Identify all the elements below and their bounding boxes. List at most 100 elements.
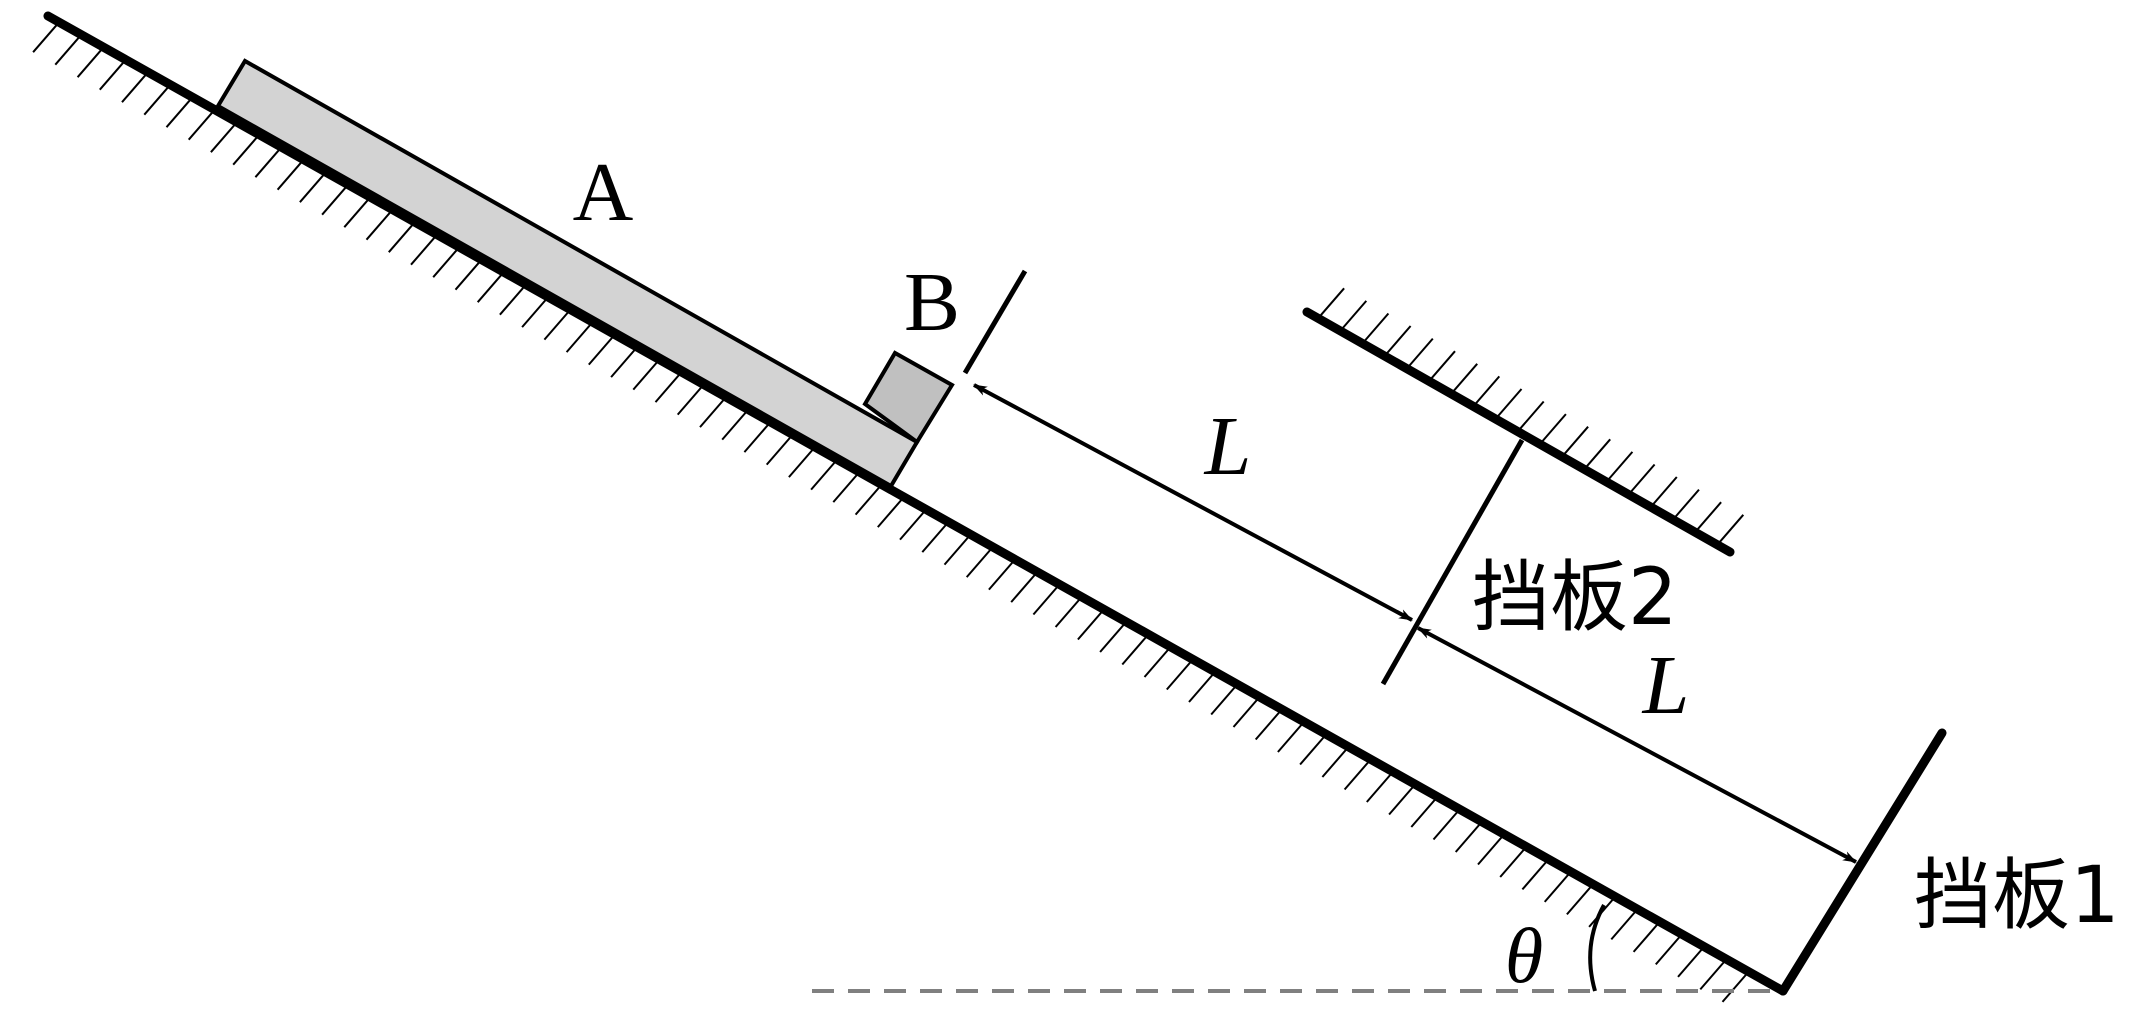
- hatch-mark: [187, 109, 216, 141]
- hatch-mark: [1677, 946, 1705, 978]
- incline-ground-hatching: [32, 21, 1750, 1003]
- hatch-mark: [410, 234, 438, 266]
- label-distance-lower: L: [1642, 639, 1690, 732]
- hatch-mark: [1032, 583, 1061, 616]
- label-distance-upper: L: [1204, 400, 1252, 493]
- hatch-mark: [877, 496, 905, 528]
- hatch-mark: [632, 358, 661, 391]
- hatch-mark: [788, 446, 816, 478]
- hatch-mark: [988, 558, 1016, 591]
- block-b: [862, 350, 955, 445]
- hatch-mark: [743, 421, 772, 453]
- hatch-mark: [1627, 463, 1656, 496]
- hatch-mark: [299, 171, 327, 203]
- hatch-mark: [1605, 451, 1634, 483]
- hatch-mark: [1472, 375, 1501, 408]
- incline-surface: [43, 11, 1788, 996]
- board-a: [215, 58, 920, 489]
- hatch-mark: [610, 346, 638, 378]
- hatch-mark: [1521, 858, 1550, 891]
- hatch-mark: [1477, 833, 1505, 866]
- hatch-mark: [1561, 426, 1589, 458]
- hatch-mark: [1232, 696, 1261, 728]
- angle-arc: [1588, 904, 1606, 992]
- hatch-mark: [1454, 821, 1483, 853]
- hatch-mark: [1716, 514, 1745, 546]
- hatch-mark: [1543, 871, 1572, 903]
- hatch-mark: [1343, 758, 1372, 791]
- hatch-mark: [965, 546, 994, 578]
- hatch-mark: [699, 396, 727, 428]
- hatch-mark: [1655, 933, 1683, 966]
- baffle-1: [1778, 728, 1947, 996]
- hatch-mark: [99, 59, 127, 91]
- hatch-mark: [1210, 683, 1238, 716]
- hatch-mark: [1166, 658, 1194, 691]
- distance-arrow-lower: [1417, 626, 1857, 864]
- hatch-mark: [343, 196, 372, 228]
- hatch-mark: [1566, 883, 1594, 916]
- hatch-mark: [810, 458, 838, 491]
- hatch-mark: [1054, 596, 1083, 628]
- hatch-mark: [1388, 783, 1416, 816]
- hatch-mark: [143, 84, 172, 116]
- hatch-mark: [365, 209, 394, 241]
- hatch-mark: [1721, 971, 1750, 1003]
- hatch-mark: [32, 21, 60, 53]
- hatch-mark: [921, 521, 950, 553]
- label-block-a: A: [573, 146, 634, 239]
- hatch-mark: [543, 308, 572, 341]
- label-baffle-2: 挡板2: [1472, 553, 1678, 643]
- hatch-mark: [432, 246, 460, 278]
- hatch-mark: [1254, 708, 1283, 741]
- hatch-mark: [121, 71, 149, 103]
- hatch-mark: [1321, 746, 1350, 778]
- hatch-mark: [210, 121, 238, 153]
- hatch-mark: [1299, 733, 1327, 766]
- hatch-mark: [1361, 312, 1390, 345]
- hatch-mark: [588, 333, 616, 366]
- hatch-mark: [1317, 287, 1345, 319]
- hatch-mark: [276, 159, 305, 191]
- hatch-mark: [1632, 921, 1661, 953]
- label-block-b: B: [904, 256, 960, 349]
- hatch-mark: [321, 184, 349, 216]
- hatch-mark: [521, 296, 549, 328]
- hatch-mark: [676, 383, 705, 416]
- hatch-mark: [1583, 438, 1611, 470]
- hatch-mark: [1366, 771, 1394, 803]
- upper-wall-hatching: [1317, 287, 1745, 546]
- hatch-mark: [454, 259, 483, 291]
- hatch-mark: [1099, 621, 1127, 653]
- hatch-mark: [832, 471, 861, 503]
- baffle-2: [1380, 438, 1525, 686]
- start-tick: [962, 269, 1028, 375]
- hatch-mark: [1516, 400, 1545, 433]
- hatch-mark: [1694, 501, 1722, 533]
- hatch-mark: [1499, 846, 1527, 878]
- hatch-mark: [565, 321, 594, 353]
- distance-arrow-upper: [973, 383, 1413, 622]
- hatch-mark: [899, 508, 927, 541]
- label-baffle-1: 挡板1: [1914, 851, 2120, 941]
- hatch-mark: [854, 483, 883, 516]
- hatch-mark: [476, 271, 505, 303]
- hatch-mark: [54, 34, 83, 66]
- upper-wall: [1302, 307, 1735, 557]
- hatch-mark: [165, 96, 194, 128]
- hatch-mark: [654, 371, 683, 403]
- hatch-mark: [1539, 413, 1567, 445]
- hatch-mark: [1077, 608, 1105, 641]
- hatch-mark: [76, 46, 105, 78]
- hatch-mark: [1188, 671, 1216, 703]
- hatch-mark: [1010, 571, 1038, 603]
- hatch-mark: [1450, 363, 1478, 395]
- hatch-mark: [1610, 908, 1639, 941]
- hatch-mark: [388, 221, 416, 253]
- hatch-mark: [1699, 958, 1728, 991]
- hatch-mark: [1143, 646, 1172, 678]
- hatch-mark: [1410, 796, 1439, 828]
- hatch-mark: [721, 408, 749, 441]
- hatch-mark: [1432, 808, 1461, 841]
